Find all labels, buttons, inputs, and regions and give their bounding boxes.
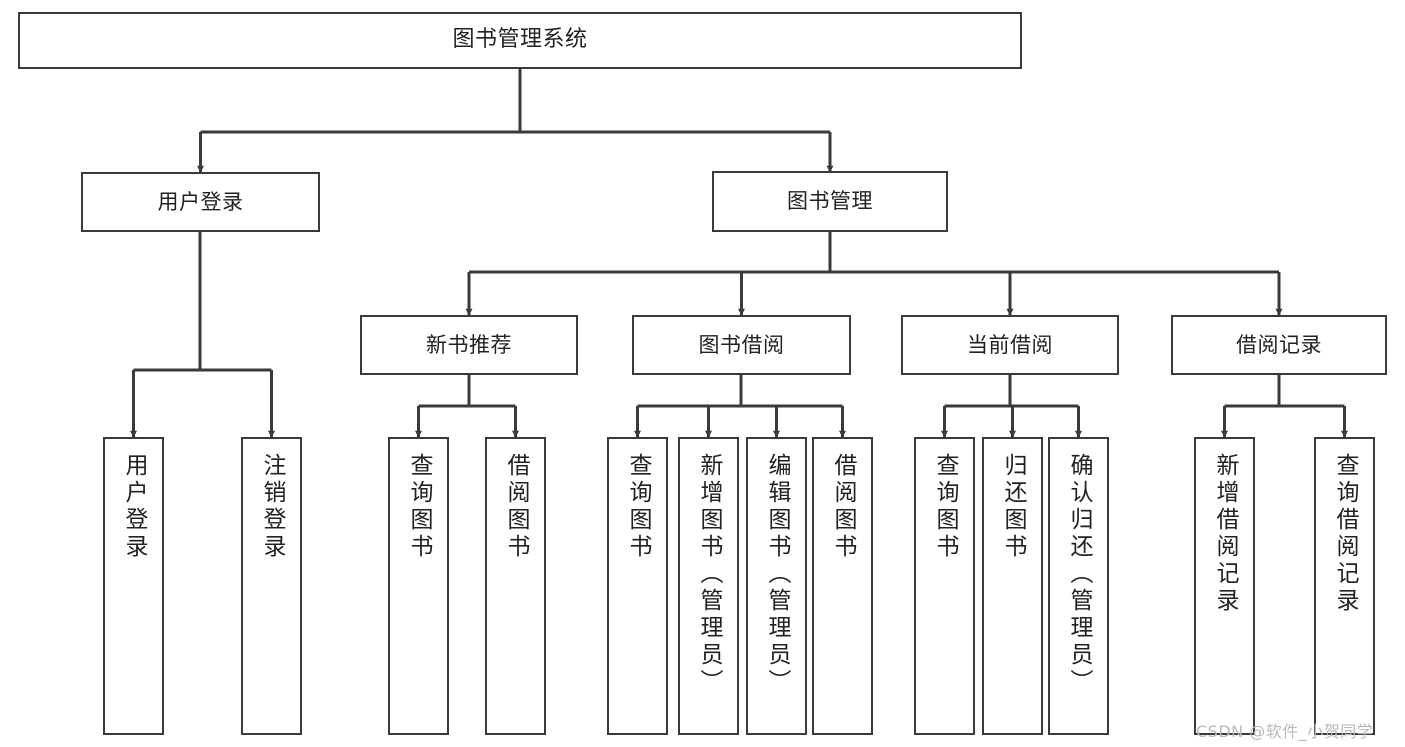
node-root[interactable]: 图书管理系统: [18, 12, 1022, 69]
node-label: 图书借阅: [698, 332, 785, 357]
node-label: 查询借阅记录: [1332, 453, 1358, 615]
node-leaf-user-logout[interactable]: 注销登录: [241, 437, 302, 735]
node-user-login[interactable]: 用户登录: [81, 172, 320, 232]
node-label: 查询图书: [932, 453, 958, 561]
node-current-borrow[interactable]: 当前借阅: [901, 315, 1119, 375]
node-label: 借阅图书: [503, 453, 529, 561]
node-leaf-query-record[interactable]: 查询借阅记录: [1314, 437, 1375, 735]
node-label: 归还图书: [1000, 453, 1026, 561]
node-label: 确认归还（管理员）: [1066, 453, 1092, 696]
node-label: 当前借阅: [967, 332, 1053, 357]
node-leaf-add-record[interactable]: 新增借阅记录: [1194, 437, 1255, 735]
node-borrow-record[interactable]: 借阅记录: [1171, 315, 1387, 375]
node-label: 新增图书（管理员）: [696, 453, 722, 696]
node-label: 借阅图书: [830, 453, 856, 561]
node-leaf-user-login[interactable]: 用户登录: [103, 437, 164, 735]
node-leaf-borrow-book-bb[interactable]: 借阅图书: [812, 437, 873, 735]
node-label: 借阅记录: [1236, 332, 1322, 357]
node-leaf-query-book-bb[interactable]: 查询图书: [607, 437, 668, 735]
node-label: 注销登录: [259, 453, 285, 561]
node-new-book-rec[interactable]: 新书推荐: [360, 315, 578, 375]
node-leaf-query-book-cb[interactable]: 查询图书: [914, 437, 975, 735]
node-label: 查询图书: [406, 453, 432, 561]
node-leaf-borrow-book-rec[interactable]: 借阅图书: [485, 437, 546, 735]
node-leaf-edit-book[interactable]: 编辑图书（管理员）: [746, 437, 807, 735]
node-label: 图书管理系统: [452, 27, 588, 53]
node-label: 用户登录: [157, 189, 244, 214]
node-book-borrow[interactable]: 图书借阅: [632, 315, 851, 375]
node-label: 新增借阅记录: [1212, 453, 1238, 615]
node-leaf-add-book[interactable]: 新增图书（管理员）: [678, 437, 739, 735]
node-leaf-query-book-rec[interactable]: 查询图书: [388, 437, 449, 735]
node-leaf-confirm-return[interactable]: 确认归还（管理员）: [1048, 437, 1109, 735]
node-label: 用户登录: [121, 453, 147, 561]
node-leaf-return-book[interactable]: 归还图书: [982, 437, 1043, 735]
node-label: 编辑图书（管理员）: [764, 453, 790, 696]
watermark: CSDN @软件_小贺同学: [1196, 722, 1374, 741]
node-book-manage[interactable]: 图书管理: [712, 171, 948, 232]
node-label: 查询图书: [625, 453, 651, 561]
node-label: 图书管理: [787, 189, 873, 214]
node-label: 新书推荐: [426, 332, 512, 357]
